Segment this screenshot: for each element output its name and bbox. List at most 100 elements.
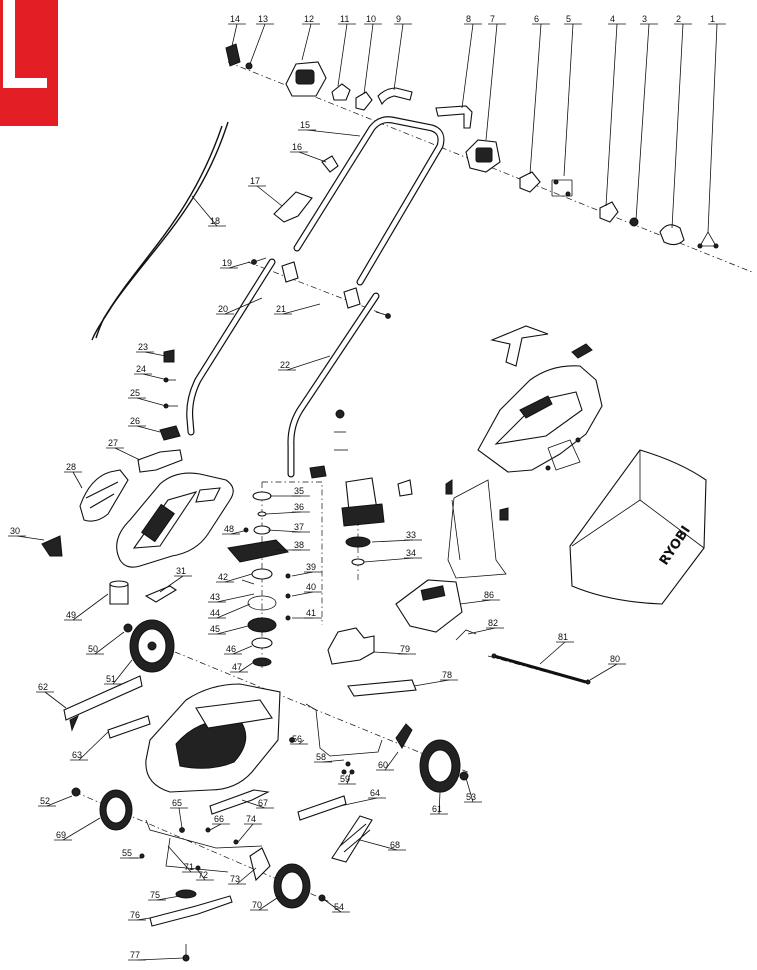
callout-39: 39 <box>291 562 322 577</box>
callout-number: 18 <box>210 216 220 226</box>
callout-number: 12 <box>304 14 314 24</box>
switch-part <box>397 479 413 497</box>
callout-28: 28 <box>64 462 83 489</box>
callout-79: 79 <box>373 644 416 655</box>
switch-lever <box>331 83 351 101</box>
callout-45: 45 <box>208 624 249 635</box>
callout-41: 41 <box>292 608 322 619</box>
callout-number: 46 <box>226 644 236 654</box>
callout-number: 14 <box>230 14 240 24</box>
callout-9: 9 <box>393 14 412 91</box>
callout-number: 55 <box>122 848 132 858</box>
upper-handle <box>293 116 445 286</box>
callout-number: 65 <box>172 798 182 808</box>
callout-64: 64 <box>339 788 386 807</box>
deck-fixings <box>289 703 469 863</box>
rear-flap <box>41 535 63 557</box>
callout-59: 59 <box>338 773 356 785</box>
callout-number: 10 <box>366 14 376 24</box>
callout-70: 70 <box>250 895 281 911</box>
handle-clip <box>273 191 313 223</box>
callout-8: 8 <box>461 14 482 109</box>
callout-81: 81 <box>539 632 574 665</box>
callout-number: 86 <box>484 590 494 600</box>
callout-69: 69 <box>54 817 101 841</box>
callout-37: 37 <box>267 522 310 533</box>
callout-number: 9 <box>396 14 401 24</box>
pcb-plate <box>227 539 290 563</box>
callout-26: 26 <box>128 416 161 433</box>
callout-34: 34 <box>363 548 422 563</box>
callout-number: 27 <box>108 438 118 448</box>
callout-number: 22 <box>280 360 290 370</box>
callout-number: 50 <box>88 644 98 654</box>
callout-1: 1 <box>707 14 726 233</box>
rear-flap-hinge <box>395 579 463 633</box>
callout-46: 46 <box>224 644 253 655</box>
callout-number: 36 <box>294 502 304 512</box>
callout-44: 44 <box>208 603 251 619</box>
callout-number: 80 <box>610 654 620 664</box>
callout-20: 20 <box>216 297 263 315</box>
rear-wheels-axle <box>71 787 326 962</box>
callout-14: 14 <box>228 14 246 47</box>
callout-4: 4 <box>605 14 626 207</box>
callout-16: 16 <box>290 142 327 163</box>
motor-stack <box>227 491 291 667</box>
callout-number: 41 <box>306 608 316 618</box>
callout-number: 5 <box>566 14 571 24</box>
callout-number: 58 <box>316 752 326 762</box>
mower-deck <box>145 683 281 793</box>
callout-number: 45 <box>210 624 220 634</box>
callout-number: 73 <box>230 874 240 884</box>
callout-42: 42 <box>216 572 253 583</box>
callout-number: 8 <box>466 14 471 24</box>
callout-number: 70 <box>252 900 262 910</box>
callout-11: 11 <box>337 14 356 87</box>
callout-50: 50 <box>86 631 125 655</box>
callout-19: 19 <box>220 258 251 269</box>
callout-number: 28 <box>66 462 76 472</box>
callout-74: 74 <box>237 814 262 843</box>
callout-number: 67 <box>258 798 268 808</box>
callout-76: 76 <box>128 910 151 921</box>
callout-number: 69 <box>56 830 66 840</box>
callout-22: 22 <box>278 355 331 371</box>
callout-number: 40 <box>306 582 316 592</box>
callout-number: 44 <box>210 608 220 618</box>
handle-cover <box>79 469 129 522</box>
callout-47: 47 <box>230 661 255 673</box>
callout-number: 72 <box>198 870 208 880</box>
callout-number: 76 <box>130 910 140 920</box>
callout-number: 39 <box>306 562 316 572</box>
callout-24: 24 <box>134 364 169 381</box>
cable-clamp <box>309 465 327 479</box>
callout-48: 48 <box>222 524 249 535</box>
callout-number: 35 <box>294 486 304 496</box>
callout-number: 25 <box>130 388 140 398</box>
callout-5: 5 <box>563 14 582 177</box>
callout-62: 62 <box>36 682 67 709</box>
callout-number: 49 <box>66 610 76 620</box>
callout-number: 59 <box>340 774 350 784</box>
bag-handle <box>331 815 373 863</box>
callout-40: 40 <box>291 582 322 597</box>
callout-67: 67 <box>241 798 274 809</box>
callout-number: 21 <box>276 304 286 314</box>
cover-flap <box>571 343 593 359</box>
switch-cover <box>355 91 373 111</box>
callout-number: 33 <box>406 530 416 540</box>
discharge-chute <box>327 627 375 665</box>
handle-grip <box>490 325 549 367</box>
height-bar <box>209 789 270 815</box>
callout-number: 19 <box>222 258 232 268</box>
plug-holder <box>599 201 619 223</box>
callout-number: 52 <box>40 796 50 806</box>
callout-53: 53 <box>464 777 482 803</box>
height-adjuster <box>395 723 413 749</box>
height-lever <box>144 585 178 603</box>
callout-13: 13 <box>249 14 274 65</box>
grass-guide-clip <box>159 425 181 441</box>
callout-number: 66 <box>214 814 224 824</box>
